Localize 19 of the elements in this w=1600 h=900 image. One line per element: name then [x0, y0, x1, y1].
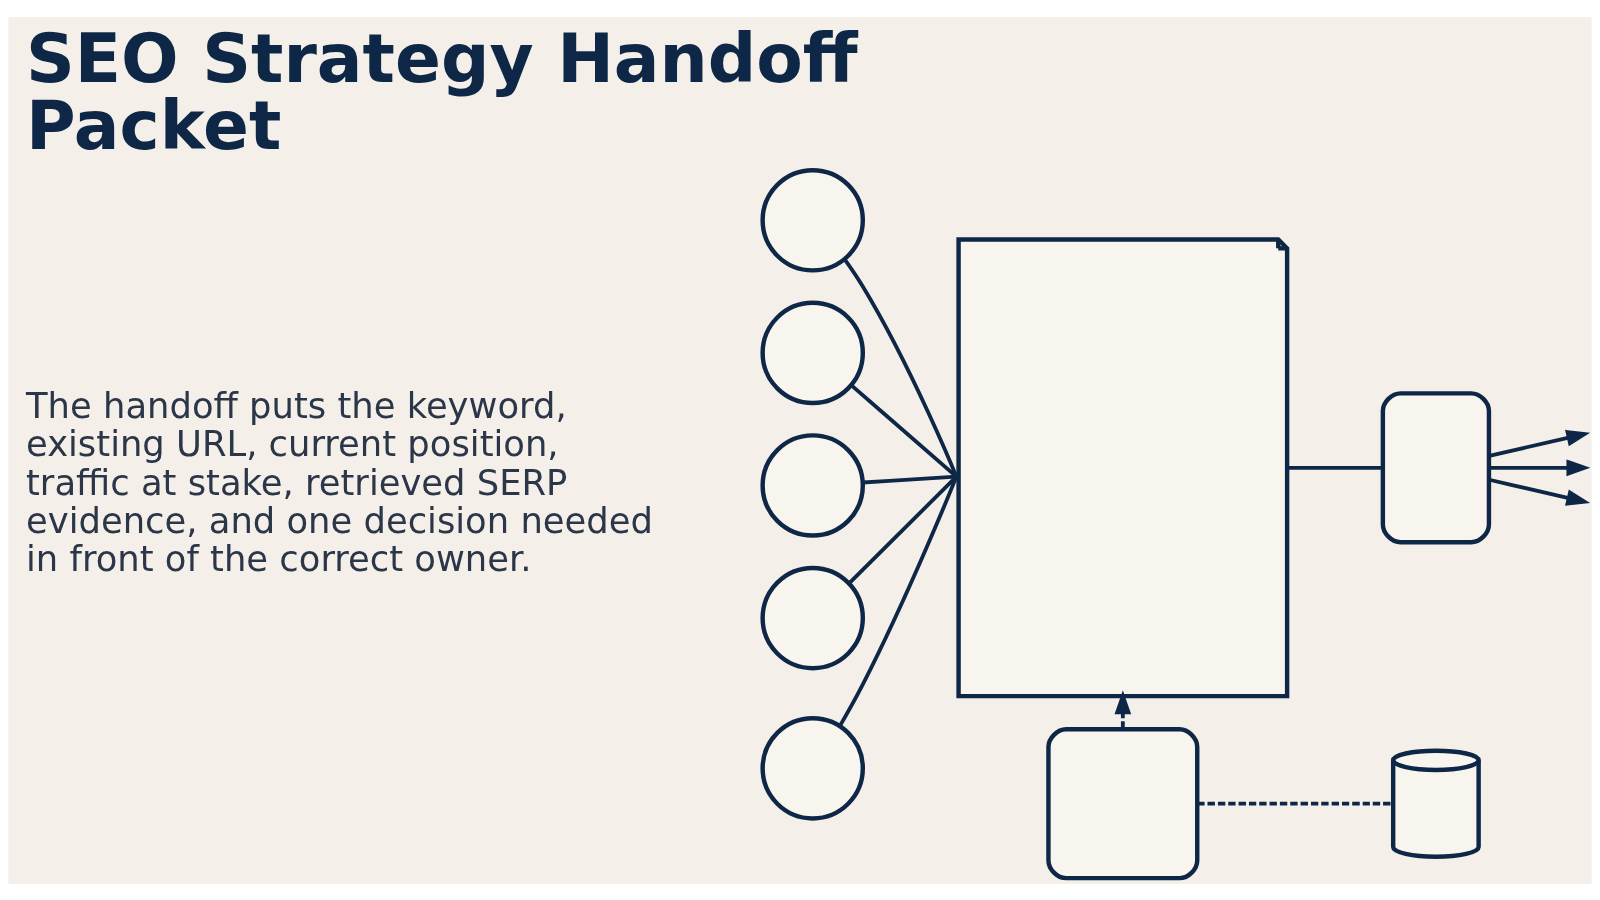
connector [862, 474, 957, 484]
connector [1287, 465, 1383, 470]
node-box [1380, 390, 1492, 544]
node-circle [760, 715, 866, 821]
node-circle [760, 167, 866, 273]
node-circle [760, 432, 866, 538]
node-circle [760, 565, 866, 670]
arrow [1488, 429, 1591, 458]
connector [849, 383, 958, 478]
node-circle [760, 300, 866, 405]
diagram-title: SEO Strategy Handoff Packet [26, 18, 858, 165]
arrow [1114, 689, 1132, 729]
arrow [1488, 477, 1591, 506]
connector [1197, 801, 1393, 806]
label: The handoff puts the keyword, existing URL, current position, traffic at stake, retrieved SERP evidence, and one decision needed in front of the correct owner. [26, 384, 653, 579]
connector [838, 475, 959, 727]
connector [843, 257, 959, 477]
node-box [1046, 726, 1200, 880]
arrow [1489, 458, 1591, 476]
